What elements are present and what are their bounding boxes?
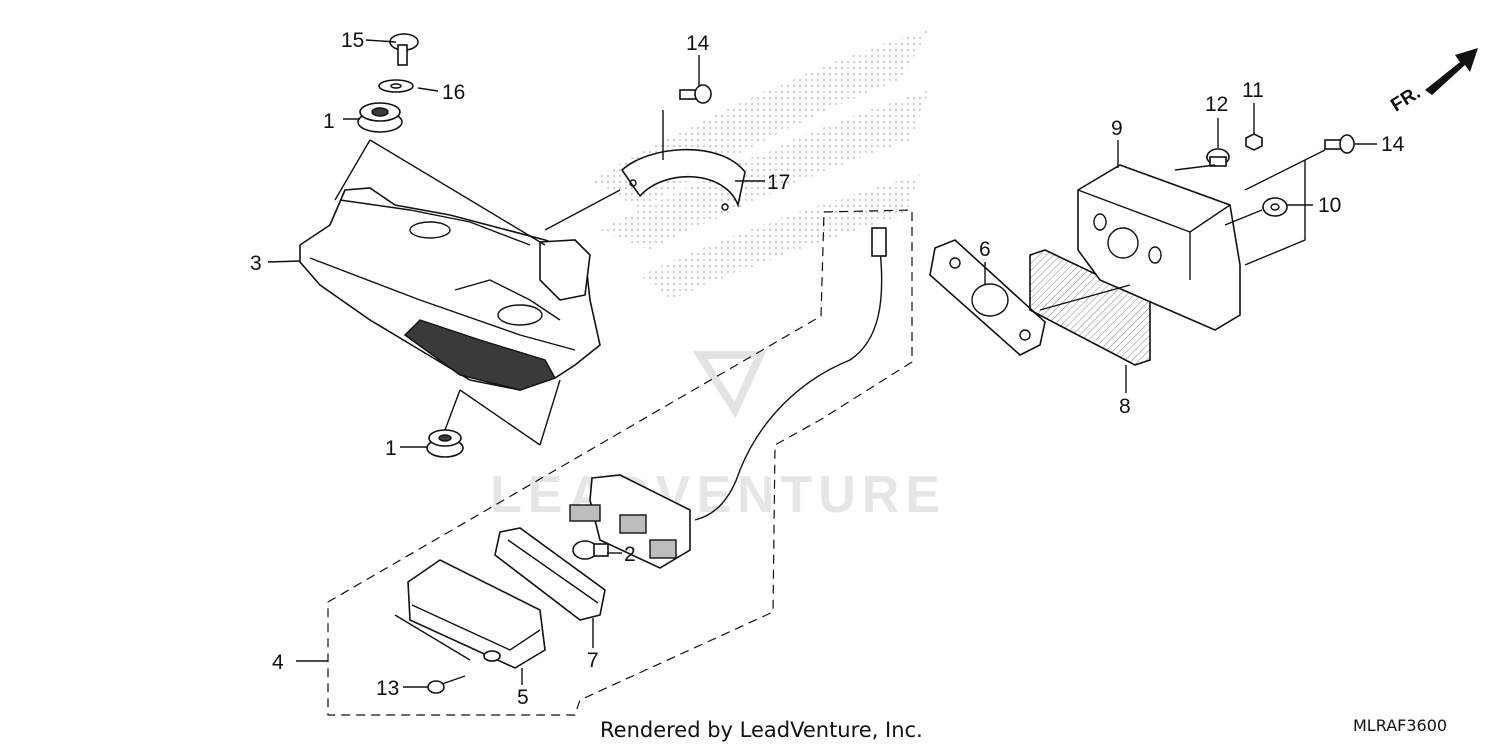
reflector-housing: [1077, 164, 1241, 331]
callout-13: 13: [376, 677, 399, 700]
tail-light-housing: [299, 187, 601, 391]
callout-5: 5: [517, 686, 529, 709]
callouts: 15 16 1 3 1 14 17 2 7 5 13 4 6 8 9 12 11…: [250, 29, 1405, 709]
grommet-10: [1262, 197, 1288, 217]
callout-17: 17: [767, 171, 790, 194]
bolt-top: [679, 84, 712, 104]
wing-watermark: [590, 30, 930, 419]
reflector-gasket: [929, 239, 1046, 356]
front-direction-arrow-icon: [1425, 48, 1478, 95]
license-lens: [407, 559, 546, 669]
callout-9: 9: [1111, 117, 1123, 140]
washer: [378, 79, 414, 93]
callout-10: 10: [1318, 194, 1341, 217]
front-direction-label: FR.: [1387, 82, 1424, 116]
assembly-outline: [327, 209, 913, 716]
bulb: [572, 540, 609, 560]
callout-14-top: 14: [686, 32, 710, 55]
callout-3: 3: [250, 252, 262, 275]
render-credit: Rendered by LeadVenture, Inc.: [600, 718, 923, 742]
bolt-right: [1324, 134, 1355, 154]
collar-12: [1206, 148, 1230, 167]
leader-lines: [267, 39, 1377, 688]
nut-11: [1245, 133, 1263, 151]
wire-harness: [694, 227, 887, 521]
callout-1-lower: 1: [385, 437, 397, 460]
callout-4: 4: [272, 651, 284, 674]
callout-16: 16: [442, 81, 465, 104]
screw-top: [389, 33, 419, 66]
license-light-socket: [569, 474, 691, 569]
grommet-upper: [357, 102, 403, 133]
reflector-lens: [1029, 249, 1151, 366]
callout-14-right: 14: [1381, 133, 1405, 156]
callout-1-upper: 1: [323, 110, 335, 133]
screw-lens: [427, 675, 466, 694]
gasket-small: [494, 527, 606, 621]
callout-6: 6: [979, 238, 991, 261]
bracket: [620, 148, 746, 211]
callout-12: 12: [1205, 93, 1228, 116]
watermark-text: LEADVENTURE: [490, 466, 946, 524]
callout-15: 15: [341, 29, 364, 52]
callout-2: 2: [624, 543, 636, 566]
callout-11: 11: [1242, 79, 1264, 102]
grommet-lower: [426, 429, 464, 458]
callout-8: 8: [1119, 395, 1131, 418]
callout-7: 7: [587, 649, 599, 672]
diagram-code: MLRAF3600: [1353, 716, 1448, 735]
